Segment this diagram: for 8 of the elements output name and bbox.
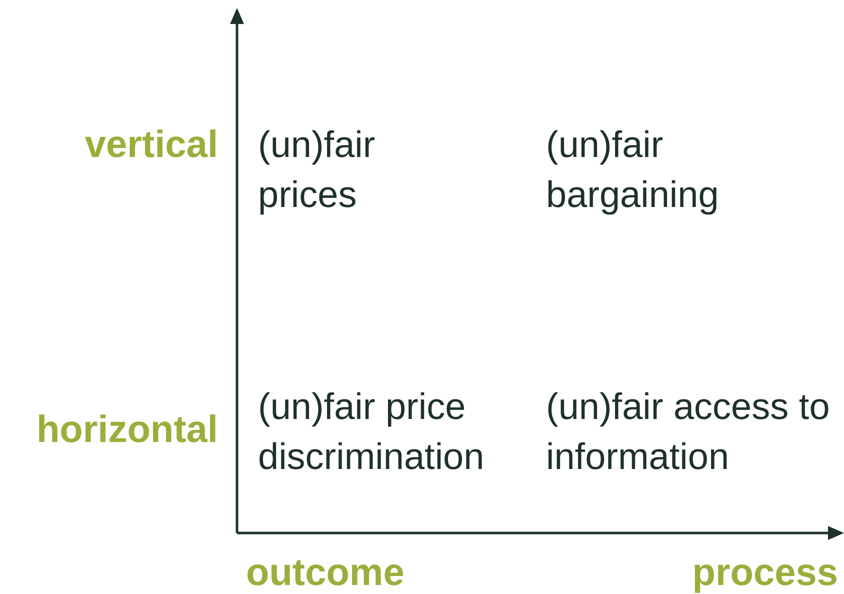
axis-label: process [692, 551, 838, 594]
quadrant-label: (un)fair access to information [546, 385, 831, 479]
axis-label: vertical [84, 123, 218, 168]
quadrant-label: (un)fair prices [258, 123, 376, 217]
quadrant-label: (un)fair price discrimination [258, 385, 486, 479]
axis-label: horizontal [36, 408, 218, 453]
quadrant-label: (un)fair bargaining [546, 123, 720, 217]
axis-label: outcome [246, 551, 404, 594]
